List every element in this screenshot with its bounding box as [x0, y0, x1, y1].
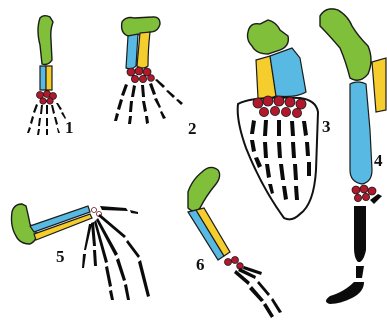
limb-4-forearm-blue — [350, 82, 372, 184]
limb-4-upper-arm — [320, 9, 371, 80]
limb-5: 5 — [12, 204, 151, 300]
limb-6-upper-arm — [188, 167, 220, 211]
limb-1: 1 — [27, 16, 74, 137]
limb-1-hand — [27, 103, 66, 135]
limb-4-forearm-yellow — [372, 58, 386, 112]
limb-2-forearm-yellow — [137, 32, 150, 68]
limb-6-hand — [234, 266, 282, 318]
limb-2-forearm-blue — [126, 34, 138, 69]
label-1: 1 — [65, 118, 74, 137]
label-3: 3 — [322, 117, 331, 136]
limb-2: 2 — [114, 17, 197, 138]
limb-1-wrist — [37, 91, 57, 105]
limb-1-upper-arm — [38, 16, 53, 65]
label-6: 6 — [196, 255, 205, 274]
limb-4: 4 — [320, 9, 386, 304]
limb-3-flipper-outline — [238, 98, 318, 220]
limb-3-forearm-blue — [270, 48, 306, 97]
limb-1-forearm-blue — [40, 66, 46, 90]
limb-5-hand — [82, 206, 150, 300]
limb-6-wrist — [225, 257, 244, 270]
limb-3-upper-arm — [248, 20, 289, 54]
limb-5-upper-arm — [12, 204, 37, 244]
limb-2-hand — [114, 79, 183, 124]
label-4: 4 — [374, 151, 383, 170]
limb-2-wrist — [127, 67, 154, 83]
label-5: 5 — [56, 247, 65, 266]
limb-4-hand — [326, 194, 382, 304]
limb-3: 3 — [238, 20, 331, 219]
label-2: 2 — [188, 119, 197, 138]
limb-1-forearm-yellow — [46, 66, 52, 90]
